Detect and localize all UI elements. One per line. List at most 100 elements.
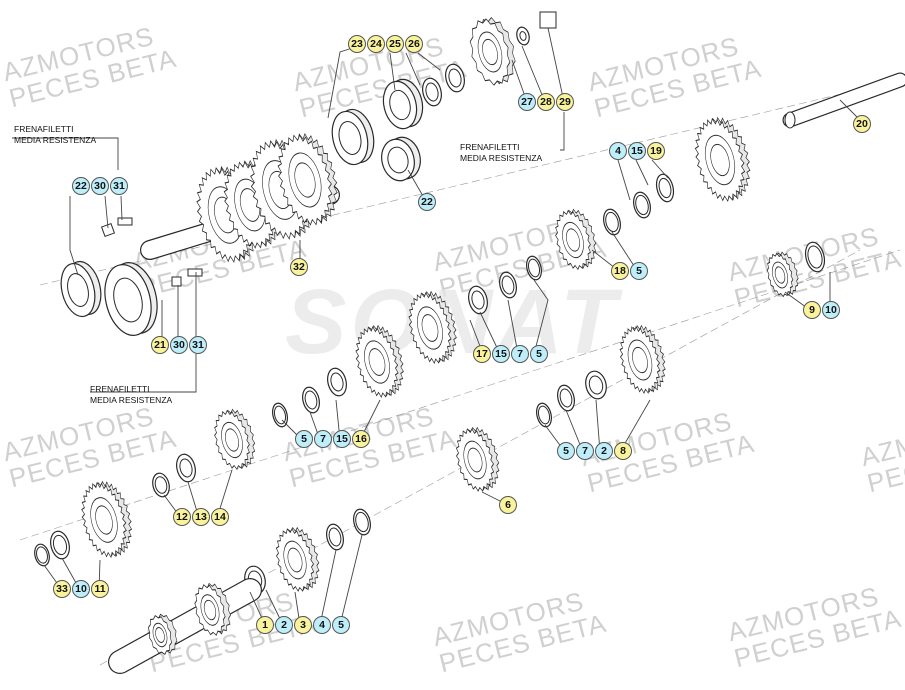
ring-part bbox=[501, 275, 515, 295]
ref-number-badge[interactable]: 17 bbox=[473, 345, 491, 363]
plate-part bbox=[171, 276, 182, 287]
ref-number-badge[interactable]: 7 bbox=[314, 430, 332, 448]
ref-number-badge[interactable]: 14 bbox=[211, 508, 229, 526]
ring-part bbox=[273, 405, 287, 425]
ref-number-badge[interactable]: 15 bbox=[333, 430, 351, 448]
bearing-mid bbox=[381, 138, 415, 182]
bearing-left bbox=[67, 273, 89, 307]
main-shaft-right bbox=[783, 73, 905, 127]
ref-number-badge[interactable]: 4 bbox=[609, 142, 627, 160]
ring-part bbox=[526, 255, 542, 281]
ring-part bbox=[154, 476, 168, 494]
ref-number-badge[interactable]: 11 bbox=[91, 580, 109, 598]
ref-number-badge[interactable]: 23 bbox=[348, 35, 366, 53]
ref-number-badge[interactable]: 2 bbox=[275, 616, 293, 634]
screw-part bbox=[187, 268, 203, 277]
ref-number-badge[interactable]: 31 bbox=[189, 336, 207, 354]
callout-22[interactable]: 22 bbox=[418, 193, 436, 211]
ref-number-badge[interactable]: 15 bbox=[492, 345, 510, 363]
shaft-end bbox=[784, 111, 796, 129]
ref-number-badge[interactable]: 33 bbox=[53, 580, 71, 598]
ref-number-badge[interactable]: 19 bbox=[647, 142, 665, 160]
ref-number-badge[interactable]: 25 bbox=[386, 35, 404, 53]
ref-number-badge[interactable]: 30 bbox=[170, 336, 188, 354]
ring-part bbox=[326, 523, 344, 551]
ring-part bbox=[536, 402, 552, 428]
gear-8 bbox=[619, 324, 666, 394]
ref-number-badge[interactable]: 26 bbox=[405, 35, 423, 53]
ref-number-badge[interactable]: 27 bbox=[518, 93, 536, 111]
axis-line bbox=[19, 249, 901, 541]
ref-number-badge[interactable]: 3 bbox=[294, 616, 312, 634]
ref-number-badge[interactable]: 4 bbox=[313, 616, 331, 634]
ring-part bbox=[36, 546, 48, 564]
ref-number-badge[interactable]: 8 bbox=[614, 442, 632, 460]
ref-number-badge[interactable]: 5 bbox=[332, 616, 350, 634]
ref-number-badge[interactable]: 22 bbox=[72, 177, 90, 195]
ring-part bbox=[588, 375, 604, 395]
ref-number-badge[interactable]: 15 bbox=[628, 142, 646, 160]
callout-6[interactable]: 6 bbox=[499, 496, 517, 514]
leader-line bbox=[405, 52, 421, 86]
ring-part bbox=[635, 194, 649, 216]
ring-part bbox=[633, 191, 651, 219]
ring-part bbox=[559, 388, 573, 408]
bearing-top bbox=[338, 121, 362, 155]
leader-line bbox=[12, 137, 119, 170]
callout-20[interactable]: 20 bbox=[853, 115, 871, 133]
ref-number-badge[interactable]: 22 bbox=[418, 193, 436, 211]
ref-number-badge[interactable]: 5 bbox=[295, 430, 313, 448]
ref-number-badge[interactable]: 12 bbox=[173, 508, 191, 526]
ref-number-badge[interactable]: 16 bbox=[352, 430, 370, 448]
gear-6 bbox=[455, 426, 500, 492]
ref-number-badge[interactable]: 6 bbox=[499, 496, 517, 514]
leader-line bbox=[389, 52, 396, 91]
ring-part bbox=[353, 508, 371, 536]
ref-number-badge[interactable]: 30 bbox=[91, 177, 109, 195]
ring-part bbox=[176, 453, 196, 483]
ref-number-badge[interactable]: 32 bbox=[290, 258, 308, 276]
leader-line bbox=[104, 195, 109, 229]
ref-number-badge[interactable]: 29 bbox=[556, 93, 574, 111]
ref-number-badge[interactable]: 7 bbox=[511, 345, 529, 363]
ring-part bbox=[519, 31, 527, 41]
ref-number-badge[interactable]: 31 bbox=[110, 177, 128, 195]
ref-number-badge[interactable]: 13 bbox=[192, 508, 210, 526]
ref-number-badge[interactable]: 5 bbox=[557, 442, 575, 460]
ref-number-badge[interactable]: 10 bbox=[72, 580, 90, 598]
ref-number-badge[interactable]: 20 bbox=[853, 115, 871, 133]
ref-number-badge[interactable]: 18 bbox=[611, 262, 629, 280]
leader-line bbox=[90, 354, 197, 393]
ref-number-badge[interactable]: 21 bbox=[151, 336, 169, 354]
callout-32[interactable]: 32 bbox=[290, 258, 308, 276]
ref-number-badge[interactable]: 24 bbox=[367, 35, 385, 53]
bearing-mid bbox=[387, 146, 409, 174]
ref-number-badge[interactable]: 28 bbox=[537, 93, 555, 111]
ref-number-badge[interactable]: 7 bbox=[576, 442, 594, 460]
gear-9 bbox=[766, 251, 799, 298]
ref-number-badge[interactable]: 1 bbox=[256, 616, 274, 634]
ring-part bbox=[422, 77, 442, 107]
ref-number-badge[interactable]: 10 bbox=[822, 301, 840, 319]
ref-number-badge[interactable]: 9 bbox=[803, 301, 821, 319]
ref-number-badge[interactable]: 2 bbox=[595, 442, 613, 460]
ref-number-badge[interactable]: 5 bbox=[630, 262, 648, 280]
ref-number-badge[interactable]: 5 bbox=[530, 345, 548, 363]
ring-part bbox=[605, 211, 619, 233]
